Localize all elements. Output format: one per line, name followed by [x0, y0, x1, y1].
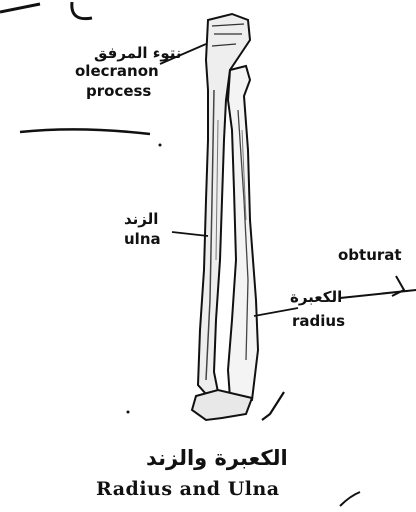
radius-label: radius: [292, 312, 345, 330]
dot-mark-1: [159, 144, 162, 147]
ulna-label: ulna: [124, 230, 161, 248]
caption-english: Radius and Ulna: [96, 478, 280, 500]
bottom-right-curve: [340, 492, 360, 506]
ulna-arabic-label: الزند: [124, 210, 158, 228]
olecranon-arabic-label: نتوء المرفق: [94, 44, 182, 62]
check-mark: [262, 392, 284, 420]
process-label: process: [86, 82, 151, 100]
radius-bone: [228, 66, 258, 404]
top-stray-curve: [72, 2, 92, 19]
dot-mark-2: [127, 411, 130, 414]
olecranon-label: olecranon: [75, 62, 159, 80]
caption-arabic: الكعبرة والزند: [146, 446, 288, 470]
radius-arabic-label: الكعبرة: [290, 288, 342, 306]
top-stray-stroke: [0, 4, 40, 12]
obturator-partial-label: obturat: [338, 246, 402, 264]
right-side-line: [340, 290, 416, 298]
top-left-underline: [20, 129, 150, 134]
ulna-leader: [172, 232, 208, 236]
